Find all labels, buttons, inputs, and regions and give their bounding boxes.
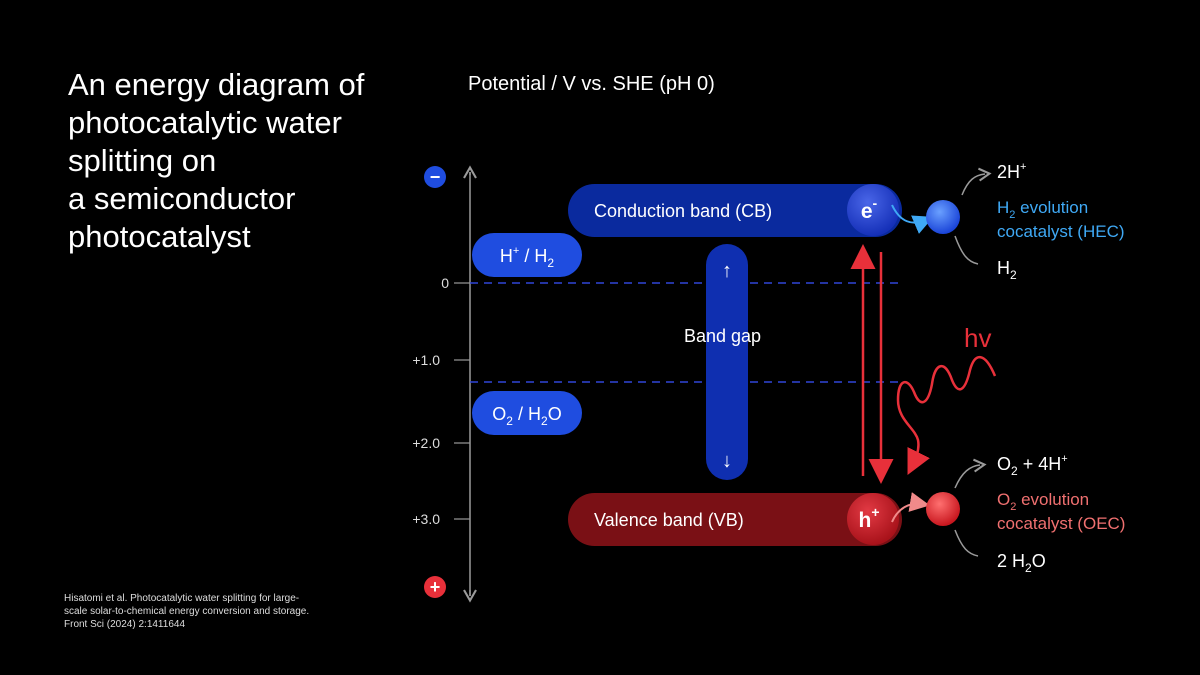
hec-reactant: 2H+: [997, 161, 1026, 182]
h2-couple-pill: H+ / H2: [472, 233, 582, 277]
light-wave-icon: [896, 356, 997, 475]
vb-label: Valence band (VB): [594, 510, 744, 530]
svg-text:e-: e-: [861, 195, 878, 223]
title-line: photocatalytic water: [68, 105, 342, 140]
title-line: a semiconductor: [68, 181, 296, 216]
minus-sign: −: [430, 167, 441, 187]
minus-icon: [424, 166, 446, 188]
oec-reactant: 2 H2O: [997, 551, 1046, 575]
oec-label-line1: O2 evolution: [997, 490, 1089, 513]
tick-label-0: 0: [441, 275, 449, 291]
arrow-up-icon: ↑: [722, 260, 732, 282]
citation-line: scale solar-to-chemical energy conversio…: [64, 606, 310, 617]
axis-title: Potential / V vs. SHE (pH 0): [468, 73, 715, 95]
arrow-down-icon: ↓: [722, 450, 732, 472]
hec-label-line2: cocatalyst (HEC): [997, 222, 1125, 241]
title-line: splitting on: [68, 143, 217, 178]
conduction-band: Conduction band (CB) e-: [568, 184, 902, 237]
hec-product: H2: [997, 258, 1017, 282]
svg-text:O2 / H2O: O2 / H2O: [492, 404, 561, 428]
title-line: An energy diagram of: [68, 67, 365, 102]
hec-particle-icon: [926, 200, 960, 234]
o2-couple-pill: O2 / H2O: [472, 391, 582, 435]
electron-transfer-arrow: [891, 204, 934, 234]
potential-axis: 0 +1.0 +2.0 +3.0 − +: [412, 165, 477, 603]
tick-label-2: +2.0: [412, 435, 440, 451]
valence-band: Valence band (VB) h+: [568, 493, 902, 546]
plus-sign: +: [430, 577, 441, 597]
oec-cocatalyst: O2 + 4H+ O2 evolution cocatalyst (OEC) 2…: [926, 453, 1125, 575]
tick-label-1: +1.0: [412, 352, 440, 368]
citation-line: Hisatomi et al. Photocatalytic water spl…: [64, 593, 300, 604]
citation-line: Front Sci (2024) 2:1411644: [64, 619, 186, 630]
hole-transfer-arrow: [891, 492, 930, 523]
band-gap-label: Band gap: [684, 326, 761, 346]
oec-label-line2: cocatalyst (OEC): [997, 514, 1125, 533]
hec-cocatalyst: 2H+ H2 evolution cocatalyst (HEC) H2: [926, 161, 1125, 282]
svg-text:h+: h+: [858, 504, 879, 532]
svg-text:H+ / H2: H+ / H2: [500, 245, 554, 270]
hec-label-line1: H2 evolution: [997, 198, 1088, 221]
oec-particle-icon: [926, 492, 960, 526]
hole-icon: [847, 493, 899, 545]
cb-label: Conduction band (CB): [594, 201, 772, 221]
citation: Hisatomi et al. Photocatalytic water spl…: [64, 592, 334, 631]
band-gap-bar: ↑ ↓: [706, 244, 748, 480]
title-line: photocatalyst: [68, 219, 251, 254]
plus-icon: [424, 576, 446, 598]
oec-product: O2 + 4H+: [997, 453, 1068, 478]
slide-title: An energy diagram of photocatalytic wate…: [68, 66, 428, 256]
electron-icon: [847, 184, 899, 236]
light-label: hv: [964, 323, 991, 353]
tick-label-3: +3.0: [412, 511, 440, 527]
